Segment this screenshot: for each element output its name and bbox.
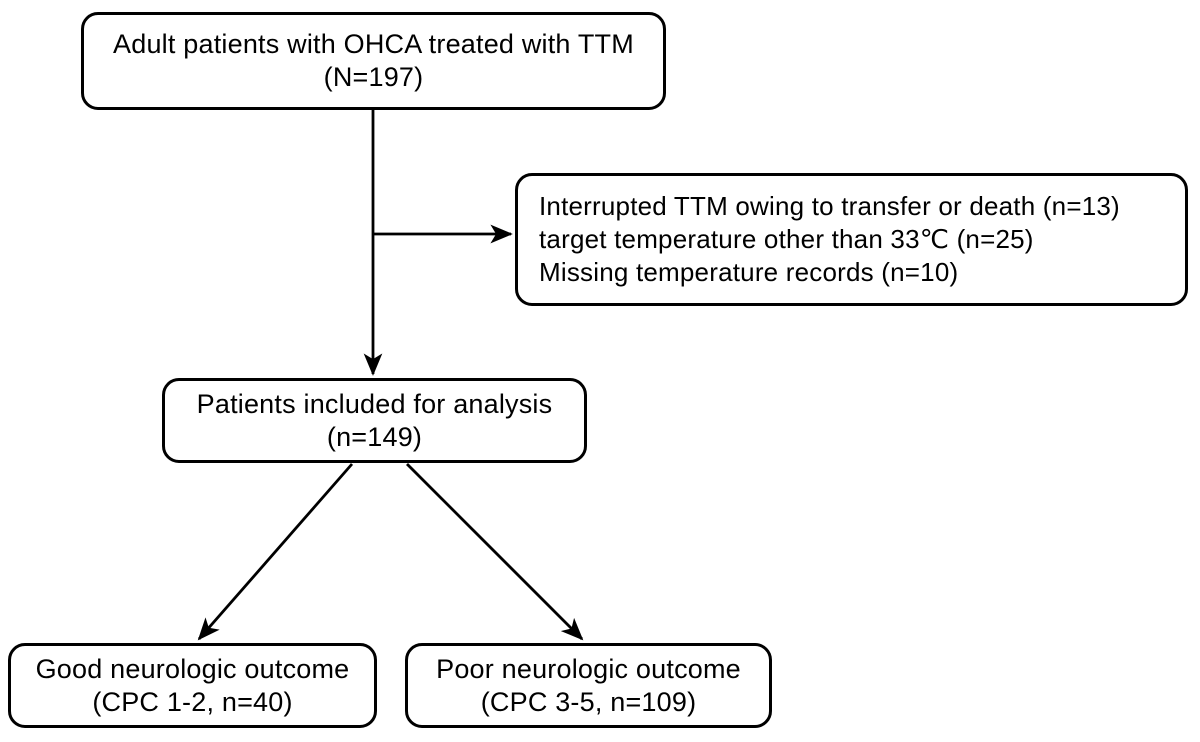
node-total-line2: (N=197) [323, 62, 424, 92]
node-poor-line2: (CPC 3-5, n=109) [480, 686, 697, 717]
node-good-line1: Good neurologic outcome [35, 653, 350, 684]
arrow-included-to-good [197, 463, 354, 641]
node-included-line2: (n=149) [326, 421, 423, 452]
node-total-line1: Adult patients with OHCA treated with TT… [113, 29, 634, 59]
node-excluded-patients: Interrupted TTM owing to transfer or dea… [515, 173, 1188, 306]
node-total-patients: Adult patients with OHCA treated with TT… [81, 12, 666, 110]
node-good-line2: (CPC 1-2, n=40) [92, 686, 293, 717]
node-excluded-line1: Interrupted TTM owing to transfer or dea… [539, 191, 1120, 221]
node-included-patients: Patients included for analysis (n=149) [162, 378, 587, 463]
arrow-included-to-poor [406, 463, 584, 641]
node-poor-outcome: Poor neurologic outcome (CPC 3-5, n=109) [405, 643, 772, 728]
node-excluded-line2: target temperature other than 33℃ (n=25) [539, 224, 1034, 254]
node-poor-line1: Poor neurologic outcome [436, 653, 741, 684]
node-included-line1: Patients included for analysis [196, 388, 553, 419]
node-excluded-line3: Missing temperature records (n=10) [539, 257, 959, 287]
node-good-outcome: Good neurologic outcome (CPC 1-2, n=40) [8, 643, 377, 728]
